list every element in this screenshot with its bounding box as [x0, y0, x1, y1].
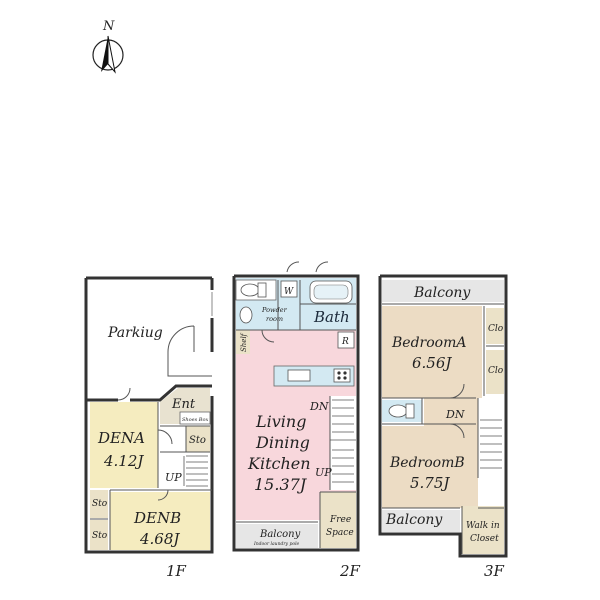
- den-b-size: 4.68J: [139, 530, 180, 548]
- floor-label-1f: 1F: [166, 562, 187, 580]
- stair-3f: [478, 398, 504, 478]
- storage-3-label: Sto: [92, 531, 108, 541]
- shoe-box: [179, 411, 211, 425]
- den-b-name: DENB: [133, 509, 181, 527]
- compass: N: [92, 19, 124, 74]
- refrigerator-label: R: [341, 337, 349, 347]
- ldk-label-2: Dining: [255, 433, 310, 452]
- bedroom-a-name: BedroomA: [391, 335, 466, 351]
- compass-label: N: [102, 19, 115, 34]
- storage-1: [186, 426, 210, 452]
- balcony-2f: [236, 524, 318, 548]
- powder-room-label-2: room: [266, 315, 283, 323]
- balcony-2f-label: Balcony: [259, 529, 301, 540]
- balcony-3f-bottom-label: Balcony: [385, 512, 443, 528]
- floor-label-2f: 2F: [339, 562, 361, 580]
- walk-in-closet-label-2: Closet: [470, 534, 499, 544]
- bedroom-b-size: 5.75J: [410, 474, 450, 492]
- ldk-size: 15.37J: [254, 475, 308, 494]
- floor-label-3f: 3F: [484, 562, 505, 580]
- refrigerator: [337, 331, 355, 349]
- free-space: [320, 492, 356, 548]
- balcony-2f-note: Indoor laundry pole: [253, 541, 300, 547]
- closet-1-label: Clo: [488, 324, 504, 334]
- north-arrow-icon: [92, 35, 124, 74]
- floor-2f: W Powder room Bath Shelf R DN UP Living …: [232, 261, 361, 580]
- stair-2f: [330, 396, 356, 490]
- bedroom-b: [382, 426, 478, 508]
- stair-1f: [160, 452, 210, 488]
- den-a-name: DENA: [97, 429, 145, 447]
- bedroom-a: [382, 306, 482, 398]
- shelf-label: Shelf: [240, 332, 248, 352]
- entrance-label: Ent: [171, 397, 196, 412]
- stair-up-2f: UP: [315, 466, 332, 479]
- balcony-3f-top-label: Balcony: [413, 285, 471, 301]
- den-a-room: [90, 402, 158, 488]
- shoe-box-label: Shoes Box: [182, 417, 208, 423]
- storage-1-label: Sto: [189, 435, 206, 446]
- stair-up-1f: UP: [165, 471, 182, 484]
- ldk-label-3: Kitchen: [247, 454, 311, 473]
- closet-2-label: Clo: [488, 366, 504, 376]
- free-space-label-2: Space: [326, 528, 354, 538]
- closet-2: [486, 350, 504, 394]
- balcony-3f-bottom: [382, 510, 460, 532]
- bedroom-b-name: BedroomB: [389, 455, 465, 471]
- balcony-3f-top: [382, 280, 504, 302]
- ldk-label-1: Living: [255, 412, 306, 431]
- storage-2: [90, 490, 108, 518]
- closet-1: [486, 308, 504, 344]
- parking-label: Parkiug: [107, 325, 163, 341]
- washer: [280, 280, 298, 298]
- floor-3f: Balcony BedroomA 6.56J Clo Clo DN Bedroo…: [378, 274, 508, 580]
- den-b-room: [110, 492, 210, 550]
- walk-in-closet: [462, 506, 504, 554]
- stair-dn-3f: DN: [445, 408, 465, 421]
- storage-3: [90, 520, 108, 550]
- stair-dn-2f: DN: [309, 400, 329, 413]
- storage-2-label: Sto: [92, 499, 108, 509]
- free-space-label-1: Free: [329, 515, 351, 525]
- powder-room-label-1: Powder: [261, 306, 288, 314]
- walk-in-closet-label-1: Walk in: [466, 521, 500, 531]
- bedroom-a-size: 6.56J: [412, 354, 452, 372]
- washer-label: W: [284, 287, 294, 297]
- den-a-size: 4.12J: [103, 452, 144, 470]
- bath-label: Bath: [313, 308, 350, 326]
- floor-1f: Parkiug Ent Shoes Box Sto DENA 4.12J UP …: [84, 276, 214, 580]
- sink: [239, 306, 253, 324]
